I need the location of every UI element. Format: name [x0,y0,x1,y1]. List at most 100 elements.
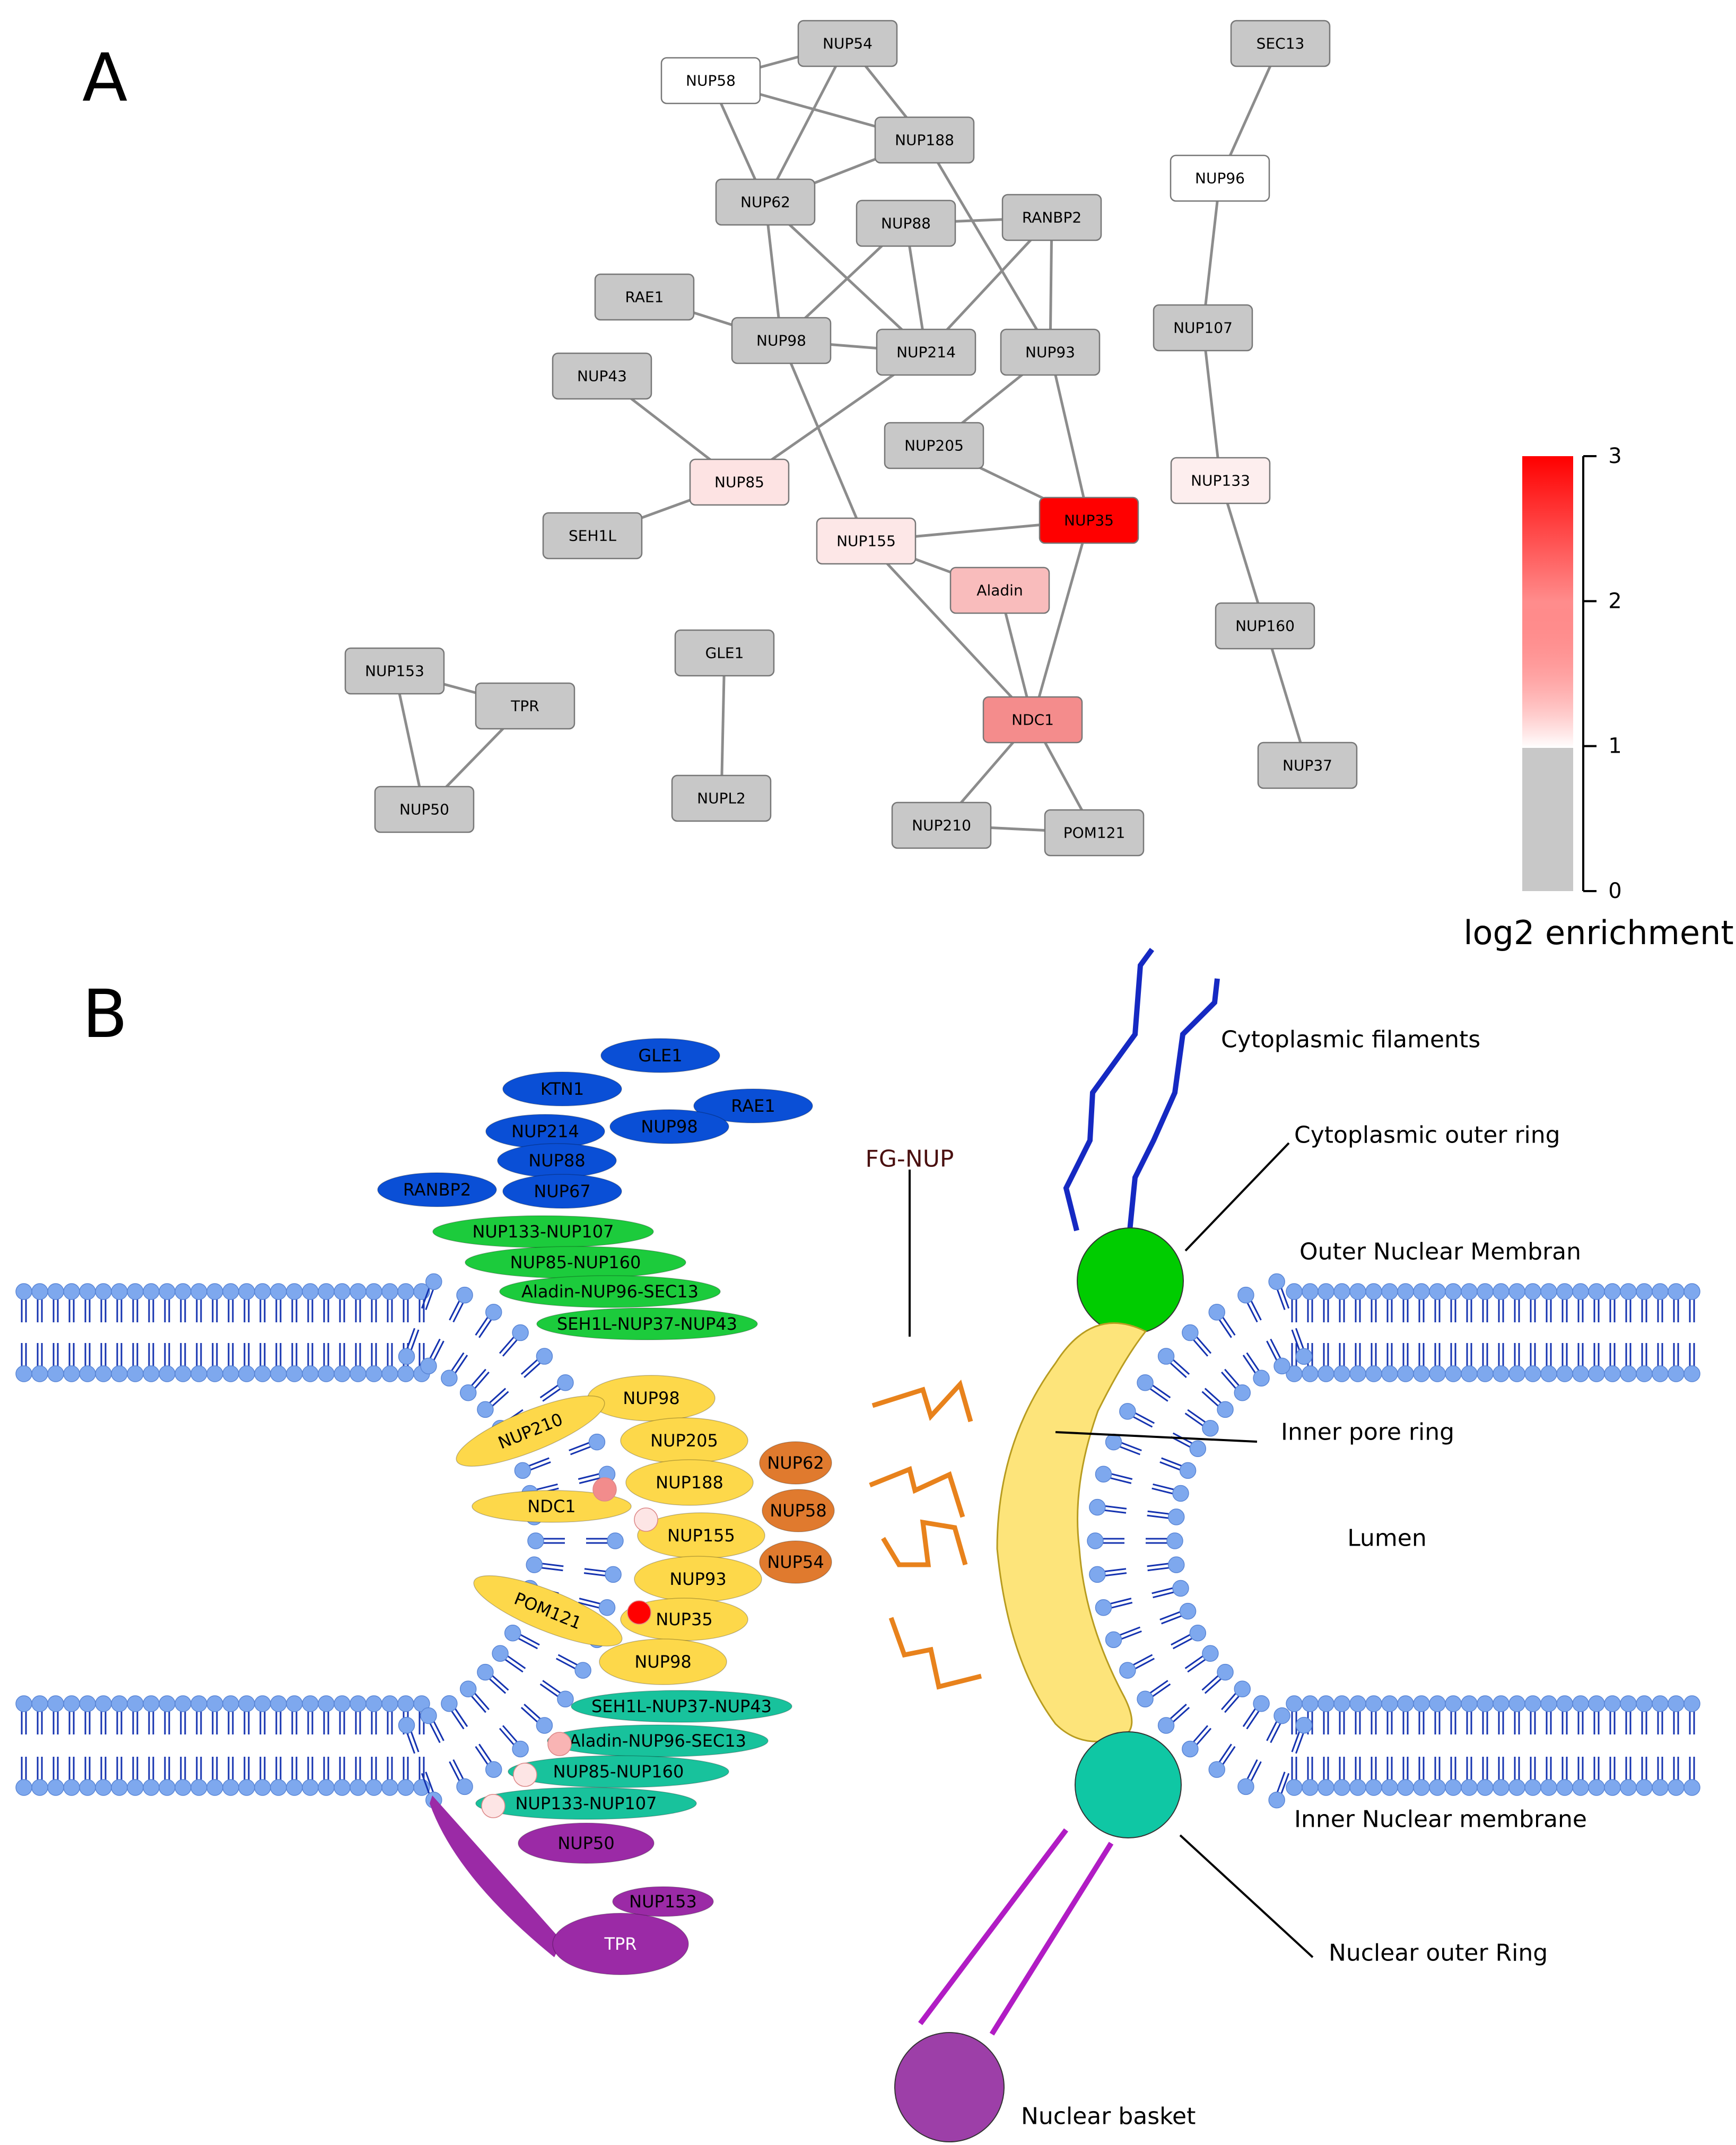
protein-nup188: NUP188 [625,1459,754,1506]
lipid-head [95,1695,112,1712]
lipid-head [286,1779,303,1796]
lipid-head [1208,1761,1225,1778]
lipid-head [1493,1283,1510,1300]
lipid-head [175,1779,191,1796]
lipid-head [459,1680,477,1697]
protein-label-nup214: NUP214 [511,1121,579,1141]
lipid-head [1137,1690,1154,1708]
lipid-head [1429,1695,1446,1712]
basket-strut [918,1828,1068,2026]
lipid-head [1295,1716,1313,1734]
node-box-gle1 [674,629,775,677]
lipid-head [302,1695,319,1712]
protein-nup155: NUP155 [637,1512,765,1559]
left-pore-bilayer [398,1273,624,1809]
lipid-head [222,1365,239,1382]
lipid-head [1182,1740,1199,1758]
lipid-head [1652,1695,1669,1712]
node-box-aladin [949,566,1050,614]
lipid-head [1508,1779,1525,1796]
lipid-head [1556,1365,1573,1382]
protein-shape-seh1l-nup37-nup43 [536,1307,758,1340]
node-nup50: NUP50 [374,786,475,833]
protein-label-ndc1: NDC1 [527,1496,575,1516]
node-box-nup205 [884,422,984,469]
edge-nup188-nup93 [923,139,1052,353]
cytoplasmic-filament [1063,948,1155,1232]
lipid-head [190,1283,207,1300]
lipid-head [1572,1695,1589,1712]
lipid-head [365,1695,382,1712]
lipid-head [1295,1348,1313,1365]
lipid-head [1604,1779,1621,1796]
lipid-head [1273,1357,1290,1375]
node-box-nup133 [1170,457,1271,504]
lipid-head [1636,1365,1653,1382]
protein-label-nup93: NUP93 [669,1569,726,1589]
lipid-head [1620,1283,1637,1300]
lipid-head [15,1365,32,1382]
lipid-head [270,1365,287,1382]
edge-nup54-nup62 [764,42,849,203]
lipid-head [286,1283,303,1300]
lipid-head [1179,1462,1197,1479]
annotation-outer-nuclear-membrane: Outer Nuclear Membran [1299,1239,1581,1266]
node-nup93: NUP93 [1000,328,1101,376]
lipid-head [1540,1283,1557,1300]
protein-nup85-nup160: NUP85-NUP160 [465,1246,686,1279]
lipid-head [1445,1365,1462,1382]
lipid-head [1683,1779,1700,1796]
basket-strut [989,1842,1114,2036]
node-box-ndc1 [982,696,1083,744]
protein-seh1l-nup37-nup43: SEH1L-NUP37-NUP43 [571,1690,792,1723]
lipid-head [381,1695,398,1712]
lipid-head [1208,1304,1225,1321]
lipid-head [526,1556,543,1573]
protein-label-gle1: GLE1 [638,1045,682,1066]
enrichment-dot [547,1732,572,1756]
protein-label-ktn1: KTN1 [540,1079,584,1099]
lipid-head [1604,1283,1621,1300]
lipid-head [254,1779,271,1796]
lipid-head [127,1365,144,1382]
lipid-head [270,1779,287,1796]
protein-nup54: NUP54 [759,1540,832,1584]
protein-label-nup85-nup160: NUP85-NUP160 [510,1252,641,1272]
protein-shape-ndc1 [472,1490,632,1523]
lipid-head [381,1779,398,1796]
lipid-head [607,1532,624,1549]
lipid-head [318,1779,335,1796]
lipid-head [143,1365,160,1382]
node-label-nup37: NUP37 [1283,757,1332,774]
lipid-head [1217,1663,1234,1681]
lipid-head [1668,1695,1685,1712]
node-label-nup155: NUP155 [836,533,896,550]
lipid-head [1349,1695,1366,1712]
left-inner-bilayer [15,1695,430,1796]
node-label-nup88: NUP88 [881,215,931,232]
lipid-head [79,1283,96,1300]
lipid-head [47,1365,64,1382]
protein-label-nup98: NUP98 [641,1117,697,1137]
protein-label-nup188: NUP188 [656,1472,723,1493]
lipid-head [1524,1695,1541,1712]
lipid-head [1588,1695,1605,1712]
lipid-head [1189,1440,1207,1458]
edge-nup96-nup107 [1201,178,1222,328]
lipid-head [1381,1779,1398,1796]
protein-label-seh1l-nup37-nup43: SEH1L-NUP37-NUP43 [557,1314,737,1334]
nuclear-outer-ring-shape [1075,1731,1182,1838]
lipid-head [1237,1286,1254,1304]
lipid-head [477,1663,494,1681]
lipid-head [1318,1695,1334,1712]
node-gle1: GLE1 [674,629,775,677]
protein-shape-tpr [552,1913,689,1975]
edge-nup98-nup155 [780,340,868,542]
lipid-head [381,1283,398,1300]
lipid-head [1095,1466,1112,1483]
protein-nup88: NUP88 [497,1143,617,1178]
lipid-head [1217,1401,1234,1418]
protein-seh1l-nup37-nup43: SEH1L-NUP37-NUP43 [536,1307,758,1340]
